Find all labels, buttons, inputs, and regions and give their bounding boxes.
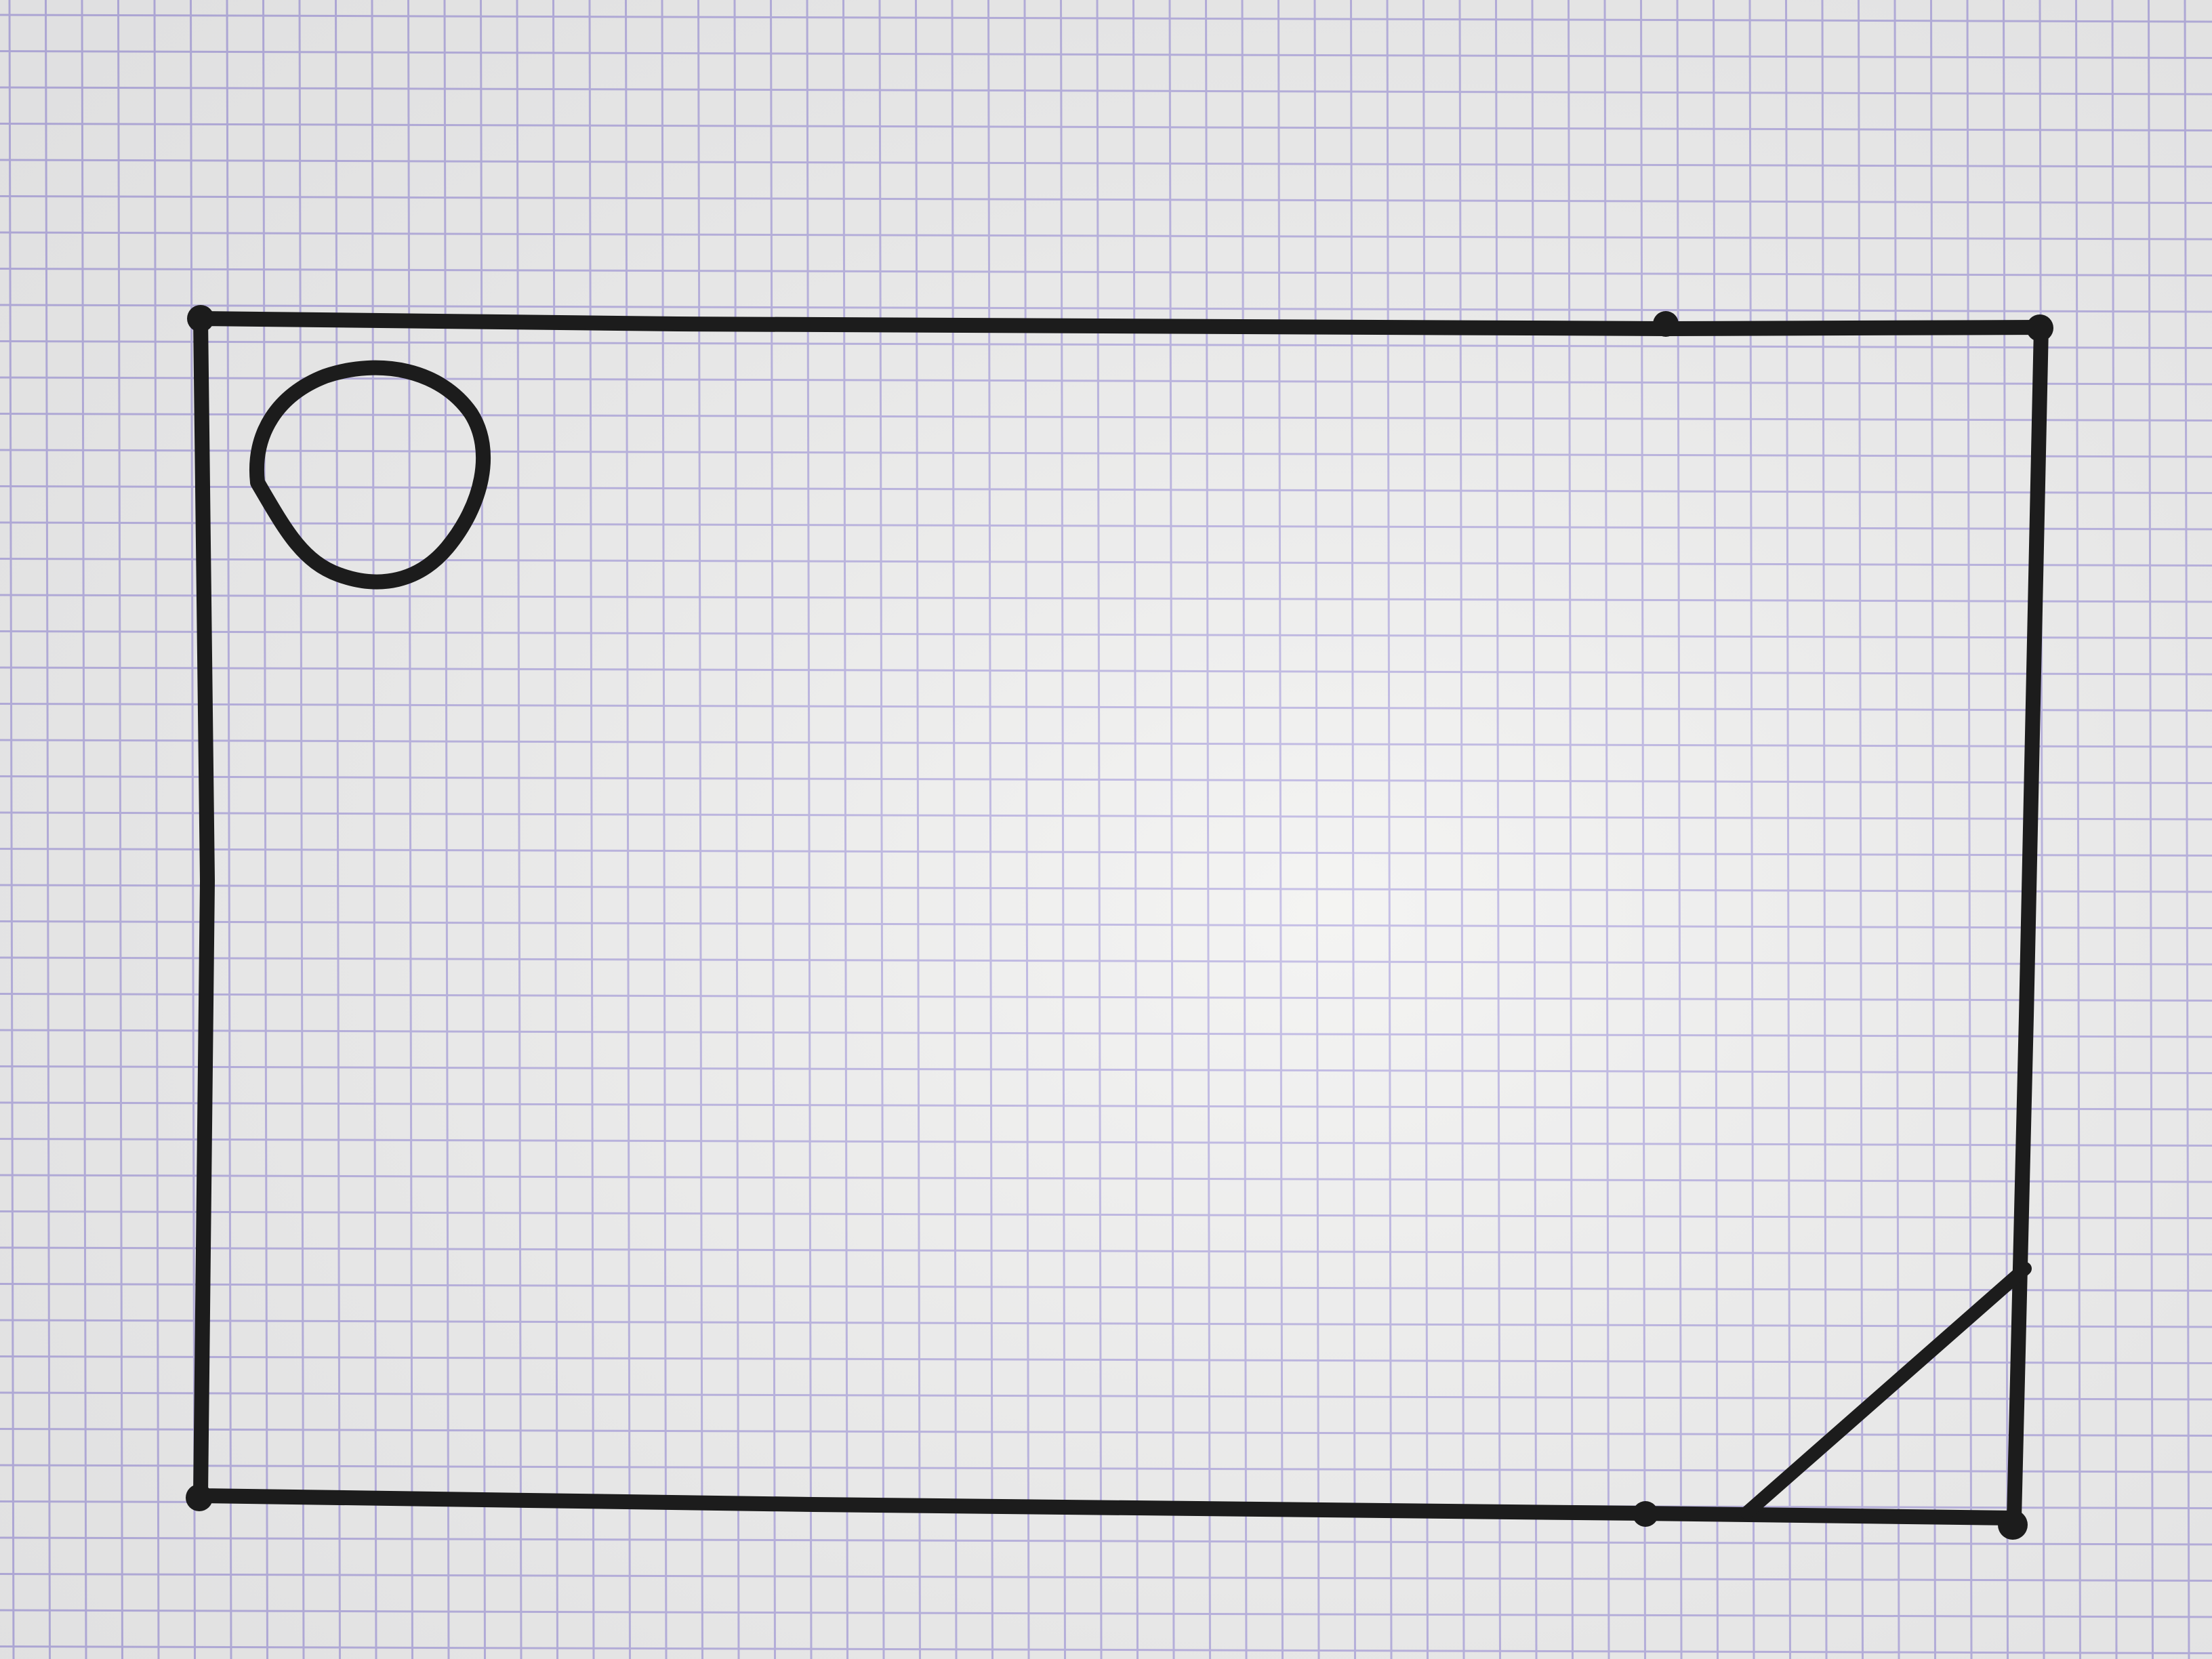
corner-dot-bottom-left: [186, 1484, 213, 1511]
edge-dot-top: [1653, 311, 1679, 337]
edge-dot-bottom: [1633, 1501, 1658, 1527]
vertex-dots: [186, 305, 2053, 1540]
corner-dot-top-left: [187, 305, 214, 332]
corner-dot-bottom-right: [1998, 1510, 2028, 1540]
circle-shape: [249, 360, 491, 590]
diagonal-corner-line: [1740, 1262, 2032, 1519]
corner-dot-top-right: [2026, 314, 2053, 342]
